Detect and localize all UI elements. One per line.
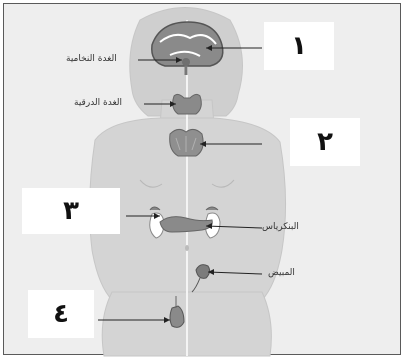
number-box-4: ٤: [28, 290, 94, 338]
number-box-3: ٣: [22, 188, 120, 234]
number-box-3-text: ٣: [63, 196, 79, 226]
label-pancreas: البنكرياس: [262, 222, 299, 232]
thymus-organ: [170, 129, 203, 156]
pituitary-gland: [182, 58, 190, 66]
navel: [185, 245, 189, 251]
label-pituitary: الغدة النخامية: [66, 54, 117, 64]
number-box-2-text: ٢: [317, 127, 333, 157]
number-box-1: ١: [264, 22, 334, 70]
label-thyroid: الغدة الدرقية: [74, 98, 122, 108]
number-box-4-text: ٤: [53, 299, 69, 329]
label-ovary: المبيض: [268, 268, 295, 278]
number-box-1-text: ١: [291, 31, 307, 61]
number-box-2: ٢: [290, 118, 360, 166]
